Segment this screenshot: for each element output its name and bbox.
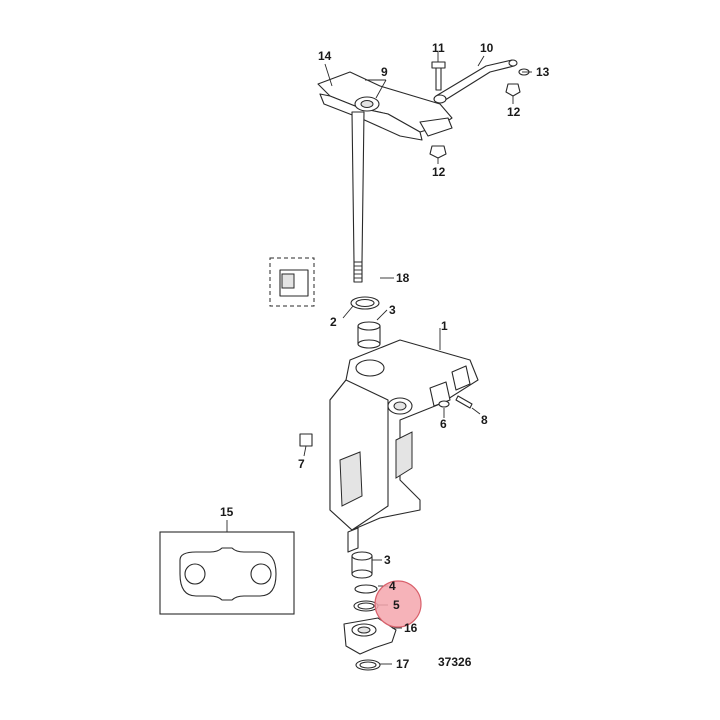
callout-5: 5 bbox=[393, 598, 400, 612]
bushing-upper bbox=[357, 321, 381, 349]
thrust-washer-item-4 bbox=[354, 584, 378, 594]
o-ring-item-5 bbox=[353, 600, 379, 612]
plug-item-7 bbox=[299, 433, 313, 447]
callout-12-lower: 12 bbox=[432, 165, 446, 179]
steering-arm-assembly bbox=[317, 71, 453, 141]
steering-shaft bbox=[351, 111, 365, 283]
lower-yoke-item-16 bbox=[343, 617, 397, 655]
lock-nut-right bbox=[505, 83, 521, 97]
callout-2: 2 bbox=[330, 315, 337, 329]
bolt-item-8 bbox=[455, 395, 473, 409]
callout-6: 6 bbox=[440, 417, 447, 431]
callout-12-right: 12 bbox=[507, 105, 521, 119]
callout-1: 1 bbox=[441, 319, 448, 333]
lock-nut-lower bbox=[429, 145, 447, 159]
seal-upper bbox=[350, 296, 380, 310]
callout-3-lower: 3 bbox=[384, 553, 391, 567]
link-rod bbox=[433, 59, 518, 104]
link-rod-bolt bbox=[431, 61, 446, 91]
callout-labels: 1 2 3 3 4 5 6 7 8 9 10 11 12 12 13 14 15… bbox=[220, 41, 550, 671]
callout-13: 13 bbox=[536, 65, 550, 79]
swivel-bracket bbox=[329, 339, 479, 553]
figure-number: 37326 bbox=[438, 655, 472, 669]
bushing-lower bbox=[351, 551, 373, 579]
callout-18: 18 bbox=[396, 271, 410, 285]
callout-10: 10 bbox=[480, 41, 494, 55]
callout-4: 4 bbox=[389, 579, 396, 593]
callout-9: 9 bbox=[381, 65, 388, 79]
callout-15: 15 bbox=[220, 505, 234, 519]
callout-16: 16 bbox=[404, 621, 418, 635]
highlight-marker[interactable] bbox=[374, 580, 422, 628]
leader-lines bbox=[226, 52, 532, 665]
callout-14: 14 bbox=[318, 49, 332, 63]
callout-3-upper: 3 bbox=[389, 303, 396, 317]
seal-ring-item-17 bbox=[355, 659, 381, 671]
callout-17: 17 bbox=[396, 657, 410, 671]
washer-item-6 bbox=[438, 400, 450, 408]
callout-8: 8 bbox=[481, 413, 488, 427]
detail-inset bbox=[269, 257, 315, 307]
callout-7: 7 bbox=[298, 457, 305, 471]
gasket-inset bbox=[159, 531, 295, 615]
callout-11: 11 bbox=[432, 41, 445, 55]
